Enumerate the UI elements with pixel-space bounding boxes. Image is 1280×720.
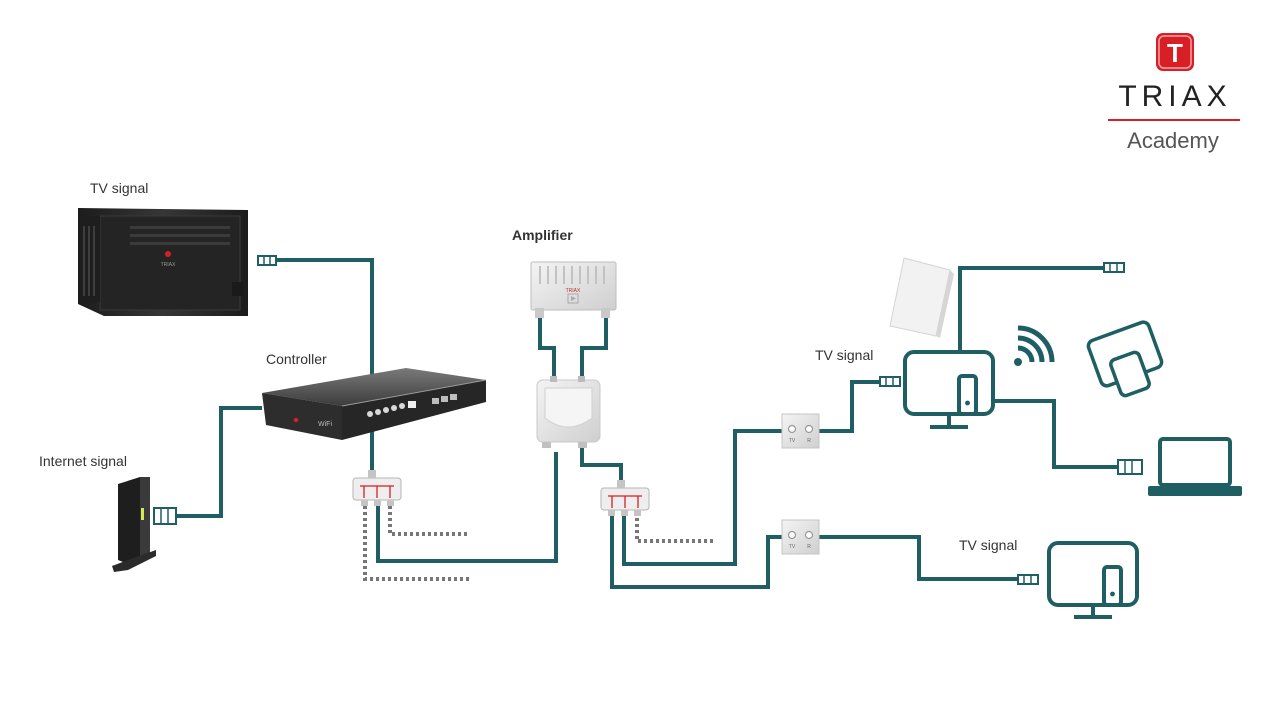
label-controller: Controller xyxy=(266,351,327,367)
ap-connector-icon xyxy=(1103,262,1125,273)
headend-device: TRIAX xyxy=(78,208,248,316)
internet-router-device xyxy=(112,477,156,572)
cable-internet-to-controller xyxy=(176,406,262,518)
access-point-device xyxy=(889,257,954,338)
dotted-output-1 xyxy=(388,500,470,536)
logo-divider xyxy=(1108,119,1240,121)
outlet-1-r-label: R xyxy=(807,438,811,444)
splitter-1 xyxy=(352,470,402,506)
label-tv-signal-right: TV signal xyxy=(815,347,874,363)
tablet-phone-icon xyxy=(1086,320,1164,398)
amplifier-play-icon xyxy=(567,293,579,304)
wall-outlet-2: TV R xyxy=(781,519,820,555)
router-connector-icon xyxy=(153,507,177,525)
tv-2-icon xyxy=(1047,541,1139,619)
wall-outlet-1: TV R xyxy=(781,413,820,449)
cable-splitter2-to-outlet2 xyxy=(610,512,784,589)
outlet-2-tv-label: TV xyxy=(789,544,796,550)
amplifier-brand: TRIAX xyxy=(566,288,581,294)
controller-brand: WiFi xyxy=(318,421,332,428)
svg-text:T: T xyxy=(1167,38,1183,68)
cable-amp-in-right xyxy=(580,318,608,380)
headend-logo-icon xyxy=(165,251,171,257)
stb-connector-icon xyxy=(879,376,901,387)
cable-headend-to-splitter xyxy=(276,258,374,476)
label-tv-signal-bottom: TV signal xyxy=(959,537,1018,553)
tv-1-icon xyxy=(903,350,995,429)
tv-2-connector-icon xyxy=(1017,574,1039,585)
laptop-icon xyxy=(1148,437,1242,496)
controller-logo-icon xyxy=(293,417,299,423)
wall-unit-device xyxy=(536,376,601,448)
dotted-output-3 xyxy=(635,512,716,543)
cable-splitter2-to-outlet1 xyxy=(622,429,784,566)
cable-amp-to-splitter2 xyxy=(580,446,623,482)
headend-brand: TRIAX xyxy=(161,262,176,268)
cable-outlet1-to-stb xyxy=(818,380,886,433)
outlet-2-r-label: R xyxy=(807,544,811,550)
cable-ap-to-top xyxy=(958,266,1108,352)
logo-sub-text: Academy xyxy=(1127,128,1219,153)
cables xyxy=(176,258,1118,589)
cable-amp-in-left xyxy=(538,318,556,380)
label-tv-signal-top: TV signal xyxy=(90,180,149,196)
logo-brand-text: TRIAX xyxy=(1118,80,1232,113)
amplifier-device: TRIAX xyxy=(530,261,617,318)
laptop-connector-icon xyxy=(1117,459,1143,475)
unused-outputs xyxy=(363,500,716,581)
splitter-2 xyxy=(600,480,650,516)
label-internet-signal: Internet signal xyxy=(39,453,127,469)
cable-stb-to-laptop xyxy=(988,399,1118,469)
cable-splitter-to-amplifier xyxy=(376,452,558,563)
dotted-output-2 xyxy=(363,500,472,581)
triax-logo-icon: T xyxy=(1156,33,1194,71)
controller-device: WiFi xyxy=(262,368,487,440)
headend-connector-icon xyxy=(257,255,277,266)
label-amplifier: Amplifier xyxy=(512,227,573,243)
triax-academy-logo: T TRIAX Academy xyxy=(1100,30,1250,160)
outlet-1-tv-label: TV xyxy=(789,438,796,444)
wifi-icon xyxy=(1014,325,1055,366)
cable-outlet2-to-tv2 xyxy=(818,535,1020,581)
